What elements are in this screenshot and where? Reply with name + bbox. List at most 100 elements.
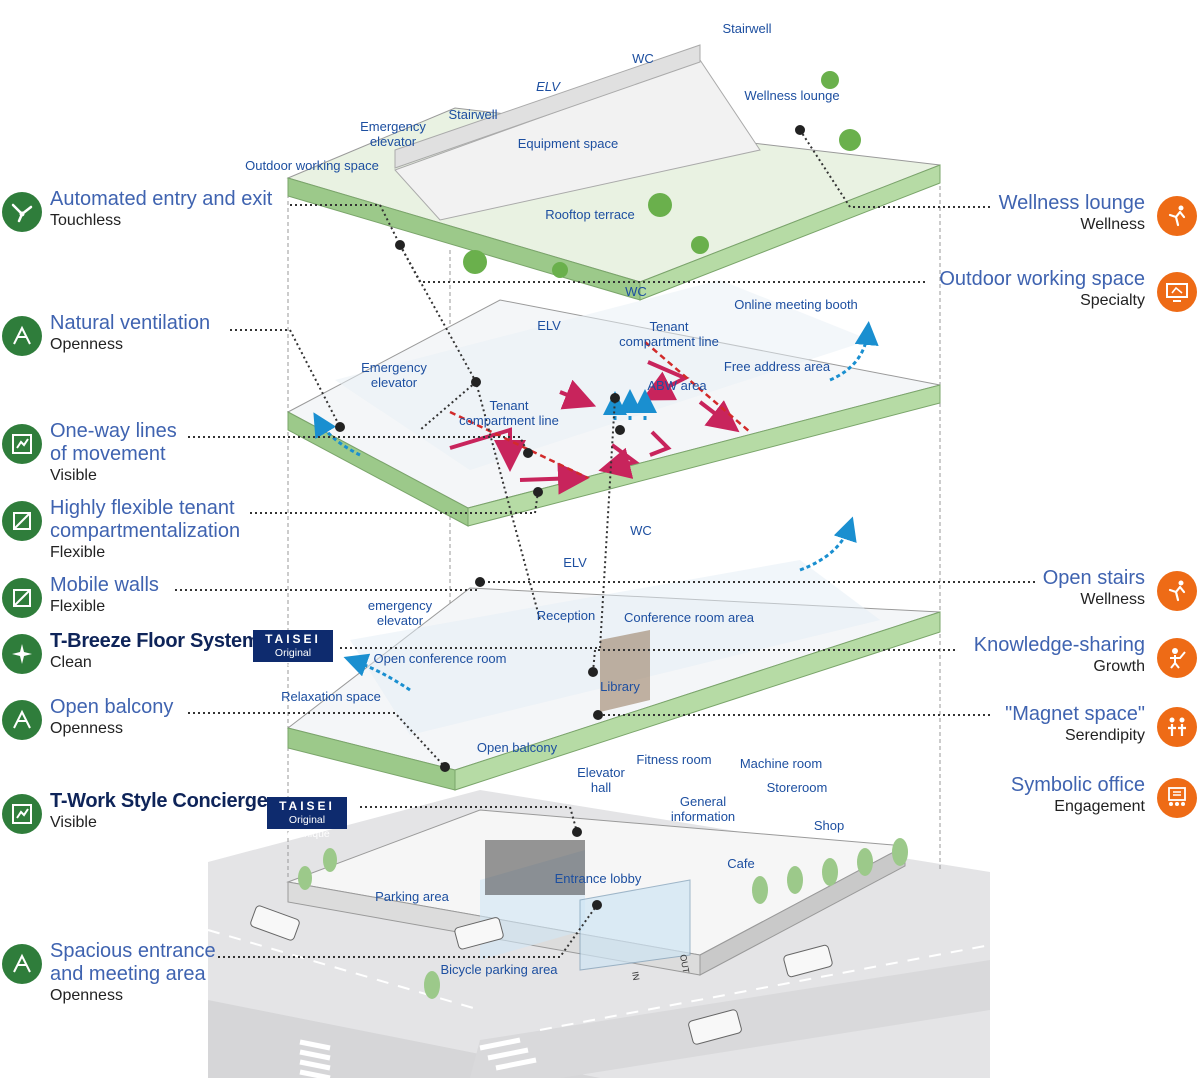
serendipity-people-icon [1157,707,1197,747]
flexible-icon [2,501,42,541]
feature-title: Automated entry and exit [50,188,273,210]
openness-icon [2,700,42,740]
engagement-group-icon [1157,778,1197,818]
feature-magnet-space: "Magnet space" Serendipity [897,703,1197,757]
roof-label: elevator [370,134,417,149]
ground-floor-label: General [680,794,726,809]
feature-subtitle: Openness [50,336,123,353]
feature-title-line: compartmentalization [50,520,241,542]
one-way-arrows [449,360,740,495]
wellness-stretch-icon [1157,571,1197,611]
upper-floor-label: WC [625,284,647,299]
feature-subtitle: Clean [50,654,92,671]
flexible-icon [2,578,42,618]
feature-title-line: One-way lines [50,420,177,442]
lower-floor-label: Relaxation space [281,689,381,704]
upper-floor-label: Online meeting booth [734,297,858,312]
feature-subtitle: Wellness [1080,216,1145,233]
ground-floor-label: Fitness room [636,752,711,767]
feature-title: Symbolic office [1010,774,1145,796]
feature-symbolic-office: Symbolic office Engagement [897,774,1197,828]
upper-floor-label: compartment line [619,334,719,349]
visible-icon [2,794,42,834]
feature-title: T-Work Style Concierge [50,790,268,812]
ground-floor-label: Shop [814,818,844,833]
roof-label: WC [632,51,654,66]
feature-subtitle: Engagement [1054,798,1145,815]
feature-title-line: Spacious entrance [50,940,216,962]
openness-icon [2,316,42,356]
roof-label: Emergency [360,119,426,134]
feature-title: Wellness lounge [998,192,1145,214]
lower-floor-label: Conference room area [624,610,755,625]
roof-label: Equipment space [518,136,618,151]
ground-floor-label: Machine room [740,756,822,771]
feature-subtitle: Specialty [1080,292,1145,309]
roof-label: Stairwell [722,21,771,36]
openness-icon [2,944,42,984]
cars [250,905,833,1045]
roof-label: Wellness lounge [744,88,839,103]
wellness-stretch-icon [1157,196,1197,236]
ground-floor-label: hall [591,780,611,795]
feature-subtitle: Visible [50,814,97,831]
taisei-badge: TAISEI Original technique [253,630,333,673]
ground-floor-label: OUT [678,954,691,975]
upper-floor-label: elevator [371,375,418,390]
roof-label: ELV [536,79,561,94]
feature-knowledge-sharing: Knowledge-sharing Growth [897,634,1197,688]
feature-title: Open stairs [1042,567,1145,589]
street-trees [298,838,908,999]
feature-title: Open balcony [50,696,174,718]
roof-label: Outdoor working space [245,158,379,173]
roof-floor-slab [286,44,941,301]
upper-floor-label: ABW area [647,378,707,393]
ground-floor-label: Bicycle parking area [440,962,558,977]
feature-title: T-Breeze Floor System [50,630,260,652]
upper-floor-label: compartment line [459,413,559,428]
ground-floor-label: Entrance lobby [555,871,642,886]
visible-icon [2,424,42,464]
ground-floor-label: Storeroom [767,780,828,795]
lower-floor-label: WC [630,523,652,538]
feature-title: Mobile walls [50,574,159,596]
lower-floor-label: Open conference room [374,651,507,666]
ground-floor-label: Parking area [375,889,449,904]
feature-title: Outdoor working space [939,268,1145,290]
feature-title-line: and meeting area [50,963,206,985]
touchless-hand-icon [2,192,42,232]
feature-title: "Magnet space" [1005,703,1145,725]
feature-subtitle: Flexible [50,598,106,615]
ground-floor-label: Elevator [577,765,625,780]
feature-title: Knowledge-sharing [973,634,1145,656]
feature-subtitle: Touchless [50,212,122,229]
feature-outdoor-working: Outdoor working space Specialty [897,268,1197,322]
upper-floor-label: Emergency [361,360,427,375]
feature-subtitle: Wellness [1080,591,1145,608]
floor-labels: Stairwell WC ELV Stairwell Emergency ele… [245,21,858,981]
lower-floor-label: elevator [377,613,424,628]
feature-open-stairs: Open stairs Wellness [897,567,1197,621]
feature-title: Natural ventilation [50,312,211,334]
feature-subtitle: Growth [1093,658,1145,675]
upper-floor-label: ELV [537,318,561,333]
lower-floor-label: Library [600,679,640,694]
roof-label: Stairwell [448,107,497,122]
tenant-compartment-lines [449,341,751,480]
feature-subtitle: Visible [50,467,97,484]
feature-wellness-lounge: Wellness lounge Wellness [897,192,1197,246]
lower-floor-label: ELV [563,555,587,570]
lower-floor-label: Reception [537,608,596,623]
feature-title-line: Highly flexible tenant [50,497,235,519]
feature-subtitle: Openness [50,987,123,1004]
roof-label: Rooftop terrace [545,207,635,222]
upper-floor-label: Free address area [724,359,831,374]
office-lower-floor-slab [286,560,941,791]
feature-subtitle: Openness [50,720,123,737]
feature-title-line: of movement [50,443,166,465]
specialty-monitor-icon [1157,272,1197,312]
taisei-badge: TAISEI Original technique [267,797,347,840]
ground-floor-label: IN [630,971,641,982]
